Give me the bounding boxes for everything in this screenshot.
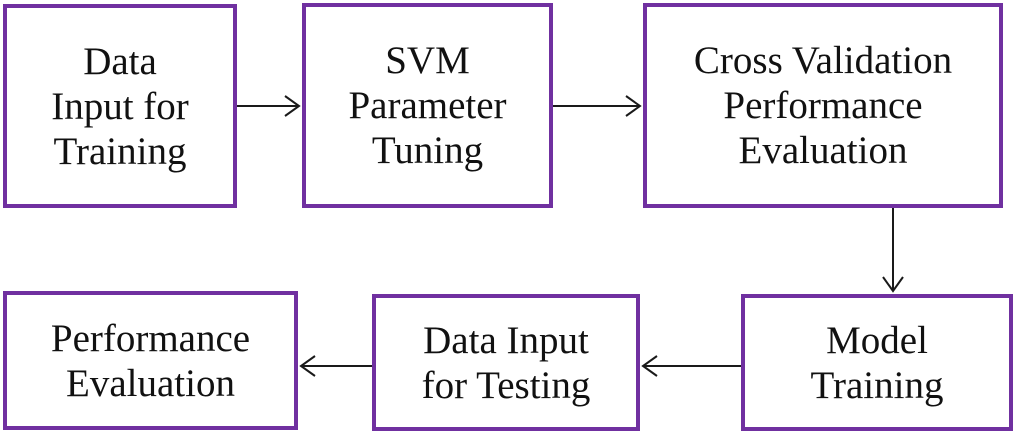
node-label-line: Data Input xyxy=(423,318,589,362)
arrow-data-input-to-svm-tuning xyxy=(237,95,301,117)
node-label-line: Training xyxy=(53,129,187,173)
node-label-line: Data xyxy=(83,39,157,83)
node-label-line: Input for xyxy=(51,84,189,128)
node-performance-evaluation: Performance Evaluation xyxy=(3,291,298,430)
node-label-line: Parameter xyxy=(348,84,507,127)
node-label-line: Performance xyxy=(723,84,923,127)
node-svm-parameter-tuning: SVM Parameter Tuning xyxy=(302,3,553,208)
node-label-line: Training xyxy=(810,363,944,407)
node-label-line: Performance xyxy=(50,316,251,360)
node-cross-validation-performance-evaluation: Cross Validation Performance Evaluation xyxy=(643,3,1003,208)
node-model-training: Model Training xyxy=(741,294,1013,431)
node-data-input-for-training: Data Input for Training xyxy=(3,4,237,208)
arrow-cross-validation-to-model-training xyxy=(882,208,904,293)
node-label-line: Cross Validation xyxy=(693,39,953,82)
arrow-model-training-to-data-input-testing xyxy=(641,355,741,377)
arrow-data-input-testing-to-performance-evaluation xyxy=(299,355,372,377)
node-label-line: SVM xyxy=(385,39,470,82)
node-label-line: Model xyxy=(826,318,928,362)
node-data-input-for-testing: Data Input for Testing xyxy=(372,294,640,431)
arrow-svm-tuning-to-cross-validation xyxy=(553,95,642,117)
node-label-line: Tuning xyxy=(371,129,484,172)
node-label-line: for Testing xyxy=(421,363,591,407)
node-label-line: Evaluation xyxy=(738,129,908,172)
node-label-line: Evaluation xyxy=(66,361,235,405)
